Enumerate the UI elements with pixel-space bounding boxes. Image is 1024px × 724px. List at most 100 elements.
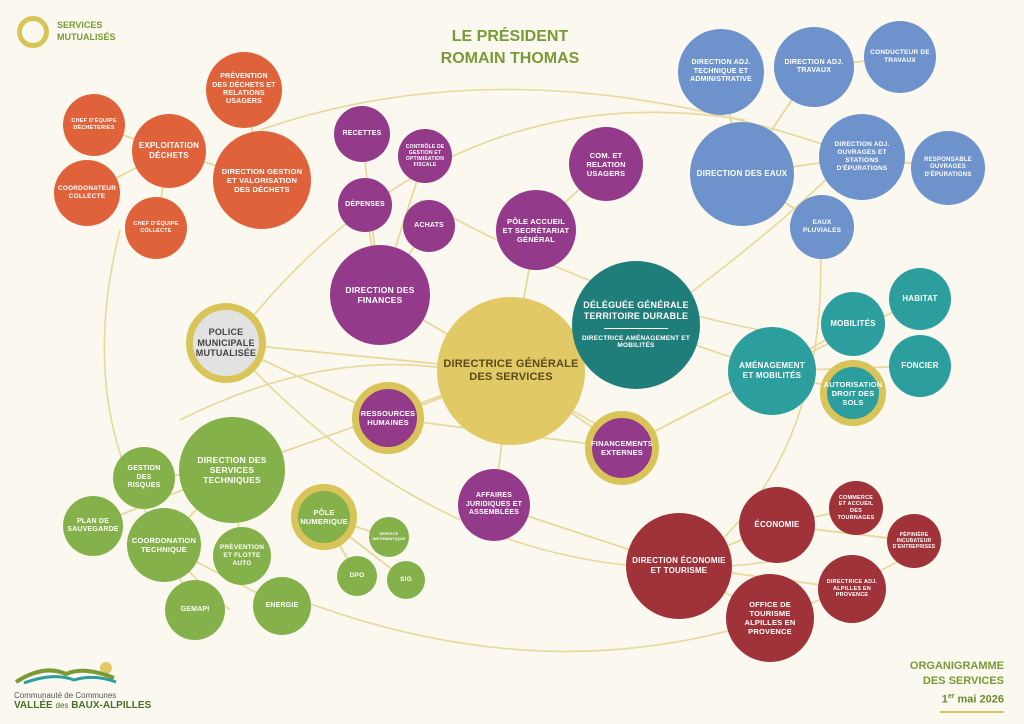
node-dpo[interactable]: DPO <box>337 556 377 596</box>
node-det[interactable]: DIRECTION ÉCONOMIE ET TOURISME <box>626 513 732 619</box>
node-label: COMMERCE ET ACCUEIL DES TOURNAGES <box>837 494 875 521</box>
node-police[interactable]: POLICE MUNICIPALE MUTUALISÉE <box>186 303 266 383</box>
node-pluviales[interactable]: EAUX PLUVIALES <box>790 195 854 259</box>
node-foncier[interactable]: FONCIER <box>889 335 951 397</box>
node-content: DPO <box>344 572 371 580</box>
node-label: PÔLE ACCUEIL ET SECRÉTARIAT GÉNÉRAL <box>502 216 570 244</box>
node-eaux[interactable]: DIRECTION DES EAUX <box>690 122 794 226</box>
node-content: GEMAPI <box>175 606 216 614</box>
node-label: DIRECTION DES SERVICES TECHNIQUES <box>197 454 267 486</box>
node-economie[interactable]: ÉCONOMIE <box>739 487 815 563</box>
node-adj-ouvrages[interactable]: DIRECTION ADJ. OUVRAGES ET STATIONS D'ÉP… <box>819 114 905 200</box>
node-content: PLAN DE SAUVEGARDE <box>61 518 124 535</box>
node-label: FINANCEMENTS EXTERNES <box>591 439 653 457</box>
node-label: RECETTES <box>342 129 382 137</box>
node-controle[interactable]: CONTRÔLE DE GESTION ET OPTIMISATION FISC… <box>398 129 452 183</box>
node-content: DIRECTION DES EAUX <box>691 169 794 179</box>
node-content: RECETTES <box>337 130 388 138</box>
node-coord-collecte[interactable]: COORDONATEUR COLLECTE <box>54 160 120 226</box>
node-prev-flotte[interactable]: PRÉVENTION ET FLOTTE AUTO <box>213 527 271 585</box>
node-label: ACHATS <box>414 221 444 229</box>
node-label: PRÉVENTION ET FLOTTE AUTO <box>219 544 265 567</box>
node-mobilites[interactable]: MOBILITÉS <box>821 292 885 356</box>
node-label: DÉLÉGUÉE GÉNÉRALE TERRITOIRE DURABLE <box>583 299 689 321</box>
node-label: ENERGIE <box>265 601 299 609</box>
node-adj-tech[interactable]: DIRECTION ADJ. TECHNIQUE ET ADMINISTRATI… <box>678 29 764 115</box>
node-com[interactable]: COM. ET RELATION USAGERS <box>569 127 643 201</box>
node-finances[interactable]: DIRECTION DES FINANCES <box>330 245 430 345</box>
node-office[interactable]: OFFICE DE TOURISME ALPILLES EN PROVENCE <box>726 574 814 662</box>
node-service-info[interactable]: SERVICE INFORMATIQUE <box>369 517 409 557</box>
node-commerce[interactable]: COMMERCE ET ACCUEIL DES TOURNAGES <box>829 481 883 535</box>
logo-word-des: des <box>55 701 69 710</box>
node-label: PLAN DE SAUVEGARDE <box>67 517 119 533</box>
node-label: DPO <box>349 572 365 580</box>
node-dst[interactable]: DIRECTION DES SERVICES TECHNIQUES <box>179 417 285 523</box>
node-label: DIRECTION DES FINANCES <box>345 284 415 305</box>
org-title-line-1: ORGANIGRAMME <box>909 660 1004 672</box>
node-content: DIRECTION DES SERVICES TECHNIQUES <box>179 455 285 486</box>
node-affaires[interactable]: AFFAIRES JURIDIQUES ET ASSEMBLÉES <box>458 469 530 541</box>
node-label: SIG <box>400 576 412 584</box>
node-chef-collecte[interactable]: CHEF D'ÉQUIPE COLLECTE <box>125 197 187 259</box>
node-label: HABITAT <box>902 294 938 304</box>
node-numerique[interactable]: PÔLE NUMERIQUE <box>291 484 357 550</box>
node-amenagement[interactable]: AMÉNAGEMENT ET MOBILITÉS <box>728 327 816 415</box>
legend-label: SERVICES MUTUALISÉS <box>57 19 116 43</box>
node-content: POLICE MUNICIPALE MUTUALISÉE <box>190 327 263 359</box>
node-adj-travaux[interactable]: DIRECTION ADJ. TRAVAUX <box>774 27 854 107</box>
node-content: DIRECTRICE GÉNÉRALE DES SERVICES <box>437 358 585 384</box>
node-content: HABITAT <box>896 294 943 304</box>
node-content: ENERGIE <box>260 602 305 610</box>
node-recettes[interactable]: RECETTES <box>334 106 390 162</box>
node-label: DIRECTION ADJ. OUVRAGES ET STATIONS D'ÉP… <box>834 141 890 172</box>
node-habitat[interactable]: HABITAT <box>889 268 951 330</box>
node-label: RESPONSABLE OUVRAGES D'ÉPURATIONS <box>924 157 972 178</box>
node-adj-alpilles[interactable]: DIRECTRICE ADJ. ALPILLES EN PROVENCE <box>818 555 886 623</box>
node-label: AMÉNAGEMENT ET MOBILITÉS <box>739 361 805 380</box>
node-content: AFFAIRES JURIDIQUES ET ASSEMBLÉES <box>458 492 530 517</box>
node-pepiniere[interactable]: PÉPINIÈRE INCUBATEUR D'ENTREPRISES <box>887 514 941 568</box>
node-label: DIRECTRICE ADJ. ALPILLES EN PROVENCE <box>826 579 878 599</box>
node-dgs[interactable]: DIRECTRICE GÉNÉRALE DES SERVICES <box>437 297 585 445</box>
org-title-block: ORGANIGRAMME DES SERVICES 1er mai 2026 <box>910 659 1004 713</box>
node-sig[interactable]: SIG <box>387 561 425 599</box>
node-plan[interactable]: PLAN DE SAUVEGARDE <box>63 496 123 556</box>
org-title-line-2: DES SERVICES <box>922 675 1004 687</box>
node-exploitation[interactable]: EXPLOITATION DÉCHETS <box>132 114 206 188</box>
node-pole-accueil[interactable]: PÔLE ACCUEIL ET SECRÉTARIAT GÉNÉRAL <box>496 190 576 270</box>
node-content: PRÉVENTION ET FLOTTE AUTO <box>213 544 271 567</box>
node-label: OFFICE DE TOURISME ALPILLES EN PROVENCE <box>744 600 796 636</box>
date-ordinal: er <box>947 693 955 700</box>
node-label: ÉCONOMIE <box>754 520 800 530</box>
node-content: DIRECTRICE ADJ. ALPILLES EN PROVENCE <box>818 579 886 599</box>
node-resp-ouvrages[interactable]: RESPONSABLE OUVRAGES D'ÉPURATIONS <box>911 131 985 205</box>
node-content: DIRECTION ADJ. TECHNIQUE ET ADMINISTRATI… <box>678 59 764 84</box>
node-label: DIRECTION ADJ. TRAVAUX <box>784 58 844 74</box>
node-label: GEMAPI <box>180 605 210 613</box>
node-rh[interactable]: RESSOURCES HUMAINES <box>352 382 424 454</box>
node-achats[interactable]: ACHATS <box>403 200 455 252</box>
node-dgvd[interactable]: DIRECTION GESTION ET VALORISATION DES DÉ… <box>213 131 311 229</box>
node-content: SIG <box>394 576 418 584</box>
node-label: DIRECTION DES EAUX <box>696 169 788 179</box>
node-financements[interactable]: FINANCEMENTS EXTERNES <box>585 411 659 485</box>
node-prevention-dechets[interactable]: PRÉVENTION DES DÉCHETS ET RELATIONS USAG… <box>206 52 282 128</box>
org-title-underline <box>939 710 1004 713</box>
node-coord-tech[interactable]: COORDONATION TECHNIQUE <box>127 508 201 582</box>
node-ads[interactable]: AUTORISATION DROIT DES SOLS <box>820 360 886 426</box>
mutualised-ring-icon <box>17 16 49 48</box>
node-content: DIRECTION ADJ. TRAVAUX <box>774 59 854 76</box>
node-depenses[interactable]: DÉPENSES <box>338 178 392 232</box>
node-content: ACHATS <box>408 222 450 230</box>
node-energie[interactable]: ENERGIE <box>253 577 311 635</box>
node-risques[interactable]: GESTION DES RISQUES <box>113 447 175 509</box>
node-label: AUTORISATION DROIT DES SOLS <box>823 379 883 407</box>
node-gemapi[interactable]: GEMAPI <box>165 580 225 640</box>
date-number: 1 <box>941 693 948 706</box>
node-conducteur[interactable]: CONDUCTEUR DE TRAVAUX <box>864 21 936 93</box>
legend-line-1: SERVICES <box>57 20 103 30</box>
node-chef-decheteries[interactable]: CHEF D'ÉQUIPE DÉCHETERIES <box>63 94 125 156</box>
